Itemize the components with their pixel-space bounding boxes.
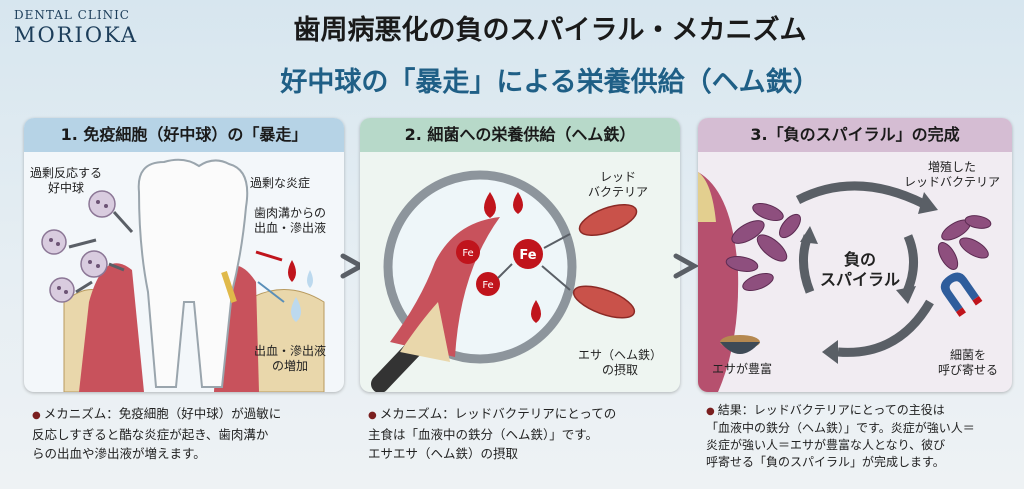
panel-3-desc-line: 「血液中の鉄分（ヘム鉄）」です。炎症が強い人＝ [706,421,975,435]
panel-1-illustration [41,158,325,392]
label-attract-bacteria: 細菌を呼び寄せる [938,348,999,377]
blood-drop-icon [484,192,496,218]
food-bowl-icon [720,335,760,354]
label-excess-inflammation: 過剰な炎症 [250,176,311,190]
panel-2-desc-line: メカニズム：レッドバクテリアにとっての [379,406,617,421]
bullet-icon: ● [32,410,41,421]
panel-2-desc-line: 主食は「血液中の鉄分（ヘム鉄）」です。 [368,427,599,442]
label-abundant-food: エサが豊富 [712,362,773,376]
blood-drop-icon [288,260,296,282]
panel-3-heading: 3.「負のスパイラル」の完成 [698,118,1012,152]
label-red-bacteria: レッドバクテリア [588,170,649,199]
blood-drop-icon [513,192,523,214]
brand-line-1: DENTAL CLINIC [14,8,130,22]
panel-2-heading: 2. 細菌への栄養供給（ヘム鉄） [360,118,680,152]
panel-heme-iron-supply: 2. 細菌への栄養供給（ヘム鉄） Fe Fe Fe レッドバクテリア エサ（ヘム… [360,118,680,392]
panel-3-desc-line: 呼寄せる「負のスパイラル」が完成します。 [706,455,945,469]
label-overreacting-neutrophil: 過剰反応する好中球 [30,166,103,195]
panel-2-description: ●メカニズム：レッドバクテリアにとっての 主食は「血液中の鉄分（ヘム鉄）」です。… [368,404,688,463]
brand-line-2: MORIOKA [14,23,139,47]
fe-label: Fe [462,248,473,259]
label-negative-spiral: 負のスパイラル [820,250,901,289]
bullet-icon: ● [368,410,377,421]
panel-2-illustration: Fe Fe Fe [371,170,638,392]
panel-neutrophil-overreaction: 1. 免疫細胞（好中球）の「暴走」 過剰反応する好中球 過剰な炎症 歯肉溝からの… [24,118,344,392]
flow-arrow-icon [673,253,700,279]
label-gingival-bleeding: 歯肉溝からの出血・滲出液 [254,206,327,235]
fluid-drop-icon [307,270,313,288]
fluid-drop-icon [291,297,301,322]
page-subtitle: 好中球の「暴走」による栄養供給（ヘム鉄） [280,67,820,98]
panel-negative-spiral: 3.「負のスパイラル」の完成 [698,118,1012,392]
label-proliferated-bacteria: 増殖したレッドバクテリア [904,160,1001,189]
bacteria-cluster-icon [937,215,992,270]
tooth-icon [137,158,249,388]
red-bacteria-icon [572,204,638,319]
panel-3-desc-line: 結果：レッドバクテリアにとっての主役は [717,403,945,417]
page-title: 歯周病悪化の負のスパイラル・メカニズム [293,15,807,46]
panel-1-description: ●メカニズム：免疫細胞（好中球）が過敏に 反応しすぎると酷な炎症が起き、歯肉溝か… [32,404,352,463]
label-bleeding-increase: 出血・滲出液の増加 [254,344,327,373]
panel-1-desc-line: メカニズム：免疫細胞（好中球）が過敏に [43,406,282,421]
fe-label: Fe [482,280,493,291]
bacteria-cluster-icon [725,202,801,292]
spiral-cycle-arrows-icon [795,181,934,357]
label-heme-intake: エサ（ヘム鉄）の摂取 [578,348,663,377]
panel-3-desc-line: 炎症が強い人＝エサが豊富な人となり、彼び [706,438,946,452]
neutrophil-icon [41,190,116,303]
blood-drop-icon [531,300,541,323]
panel-2-desc-line: エサエサ（ヘム鉄）の摂取 [368,446,519,461]
magnet-icon [940,272,983,317]
panel-3-description: ●結果：レッドバクテリアにとっての主役は 「血液中の鉄分（ヘム鉄）」です。炎症が… [706,402,1024,471]
gum-tissue [79,263,144,392]
panel-1-heading: 1. 免疫細胞（好中球）の「暴走」 [24,118,344,152]
bullet-icon: ● [706,406,715,417]
brand-logo: DENTAL CLINIC MORIOKA [14,8,164,47]
fe-iron-icon [456,239,543,296]
panel-1-desc-line: 反応しすぎると酷な炎症が起き、歯肉溝か [32,427,269,442]
fe-label: Fe [519,248,536,263]
panel-3-illustration [698,172,992,392]
panel-1-desc-line: らの出血や滲出液が増えます。 [32,446,206,461]
